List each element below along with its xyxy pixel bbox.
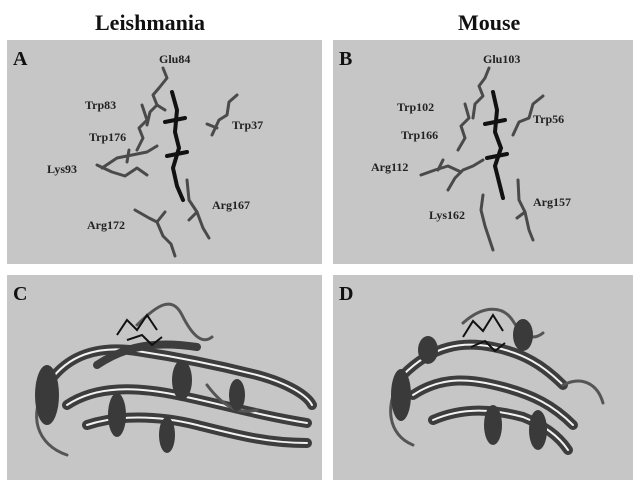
residue-label: Trp83 bbox=[85, 98, 116, 113]
residue-label: Trp102 bbox=[397, 100, 434, 115]
column-title-mouse: Mouse bbox=[458, 10, 520, 36]
residue-label: Arg172 bbox=[87, 218, 125, 233]
residue-label: Glu84 bbox=[159, 52, 190, 67]
panel-d-ribbon-structure bbox=[333, 275, 633, 480]
residue-label: Trp56 bbox=[533, 112, 564, 127]
residue-label: Trp166 bbox=[401, 128, 438, 143]
column-title-leishmania: Leishmania bbox=[95, 10, 205, 36]
panel-label-a: A bbox=[13, 48, 27, 71]
panel-b-structure bbox=[333, 40, 633, 264]
panel-label-c: C bbox=[13, 283, 27, 306]
panel-label-b: B bbox=[339, 48, 352, 71]
panel-b: B Glu103 Trp102 Trp56 Trp166 Arg112 Arg1… bbox=[333, 40, 633, 264]
residue-label: Trp176 bbox=[89, 130, 126, 145]
residue-label: Trp37 bbox=[232, 118, 263, 133]
panel-d: D bbox=[333, 275, 633, 480]
residue-label: Lys162 bbox=[429, 208, 465, 223]
panel-label-d: D bbox=[339, 283, 353, 306]
panel-c-ribbon-structure bbox=[7, 275, 322, 480]
residue-label: Arg157 bbox=[533, 195, 571, 210]
residue-label: Glu103 bbox=[483, 52, 520, 67]
residue-label: Lys93 bbox=[47, 162, 77, 177]
panel-c: C bbox=[7, 275, 322, 480]
panel-a: A Glu84 Trp83 Trp37 Trp176 Lys93 Arg167 … bbox=[7, 40, 322, 264]
residue-label: Arg112 bbox=[371, 160, 408, 175]
panel-a-structure bbox=[7, 40, 322, 264]
residue-label: Arg167 bbox=[212, 198, 250, 213]
